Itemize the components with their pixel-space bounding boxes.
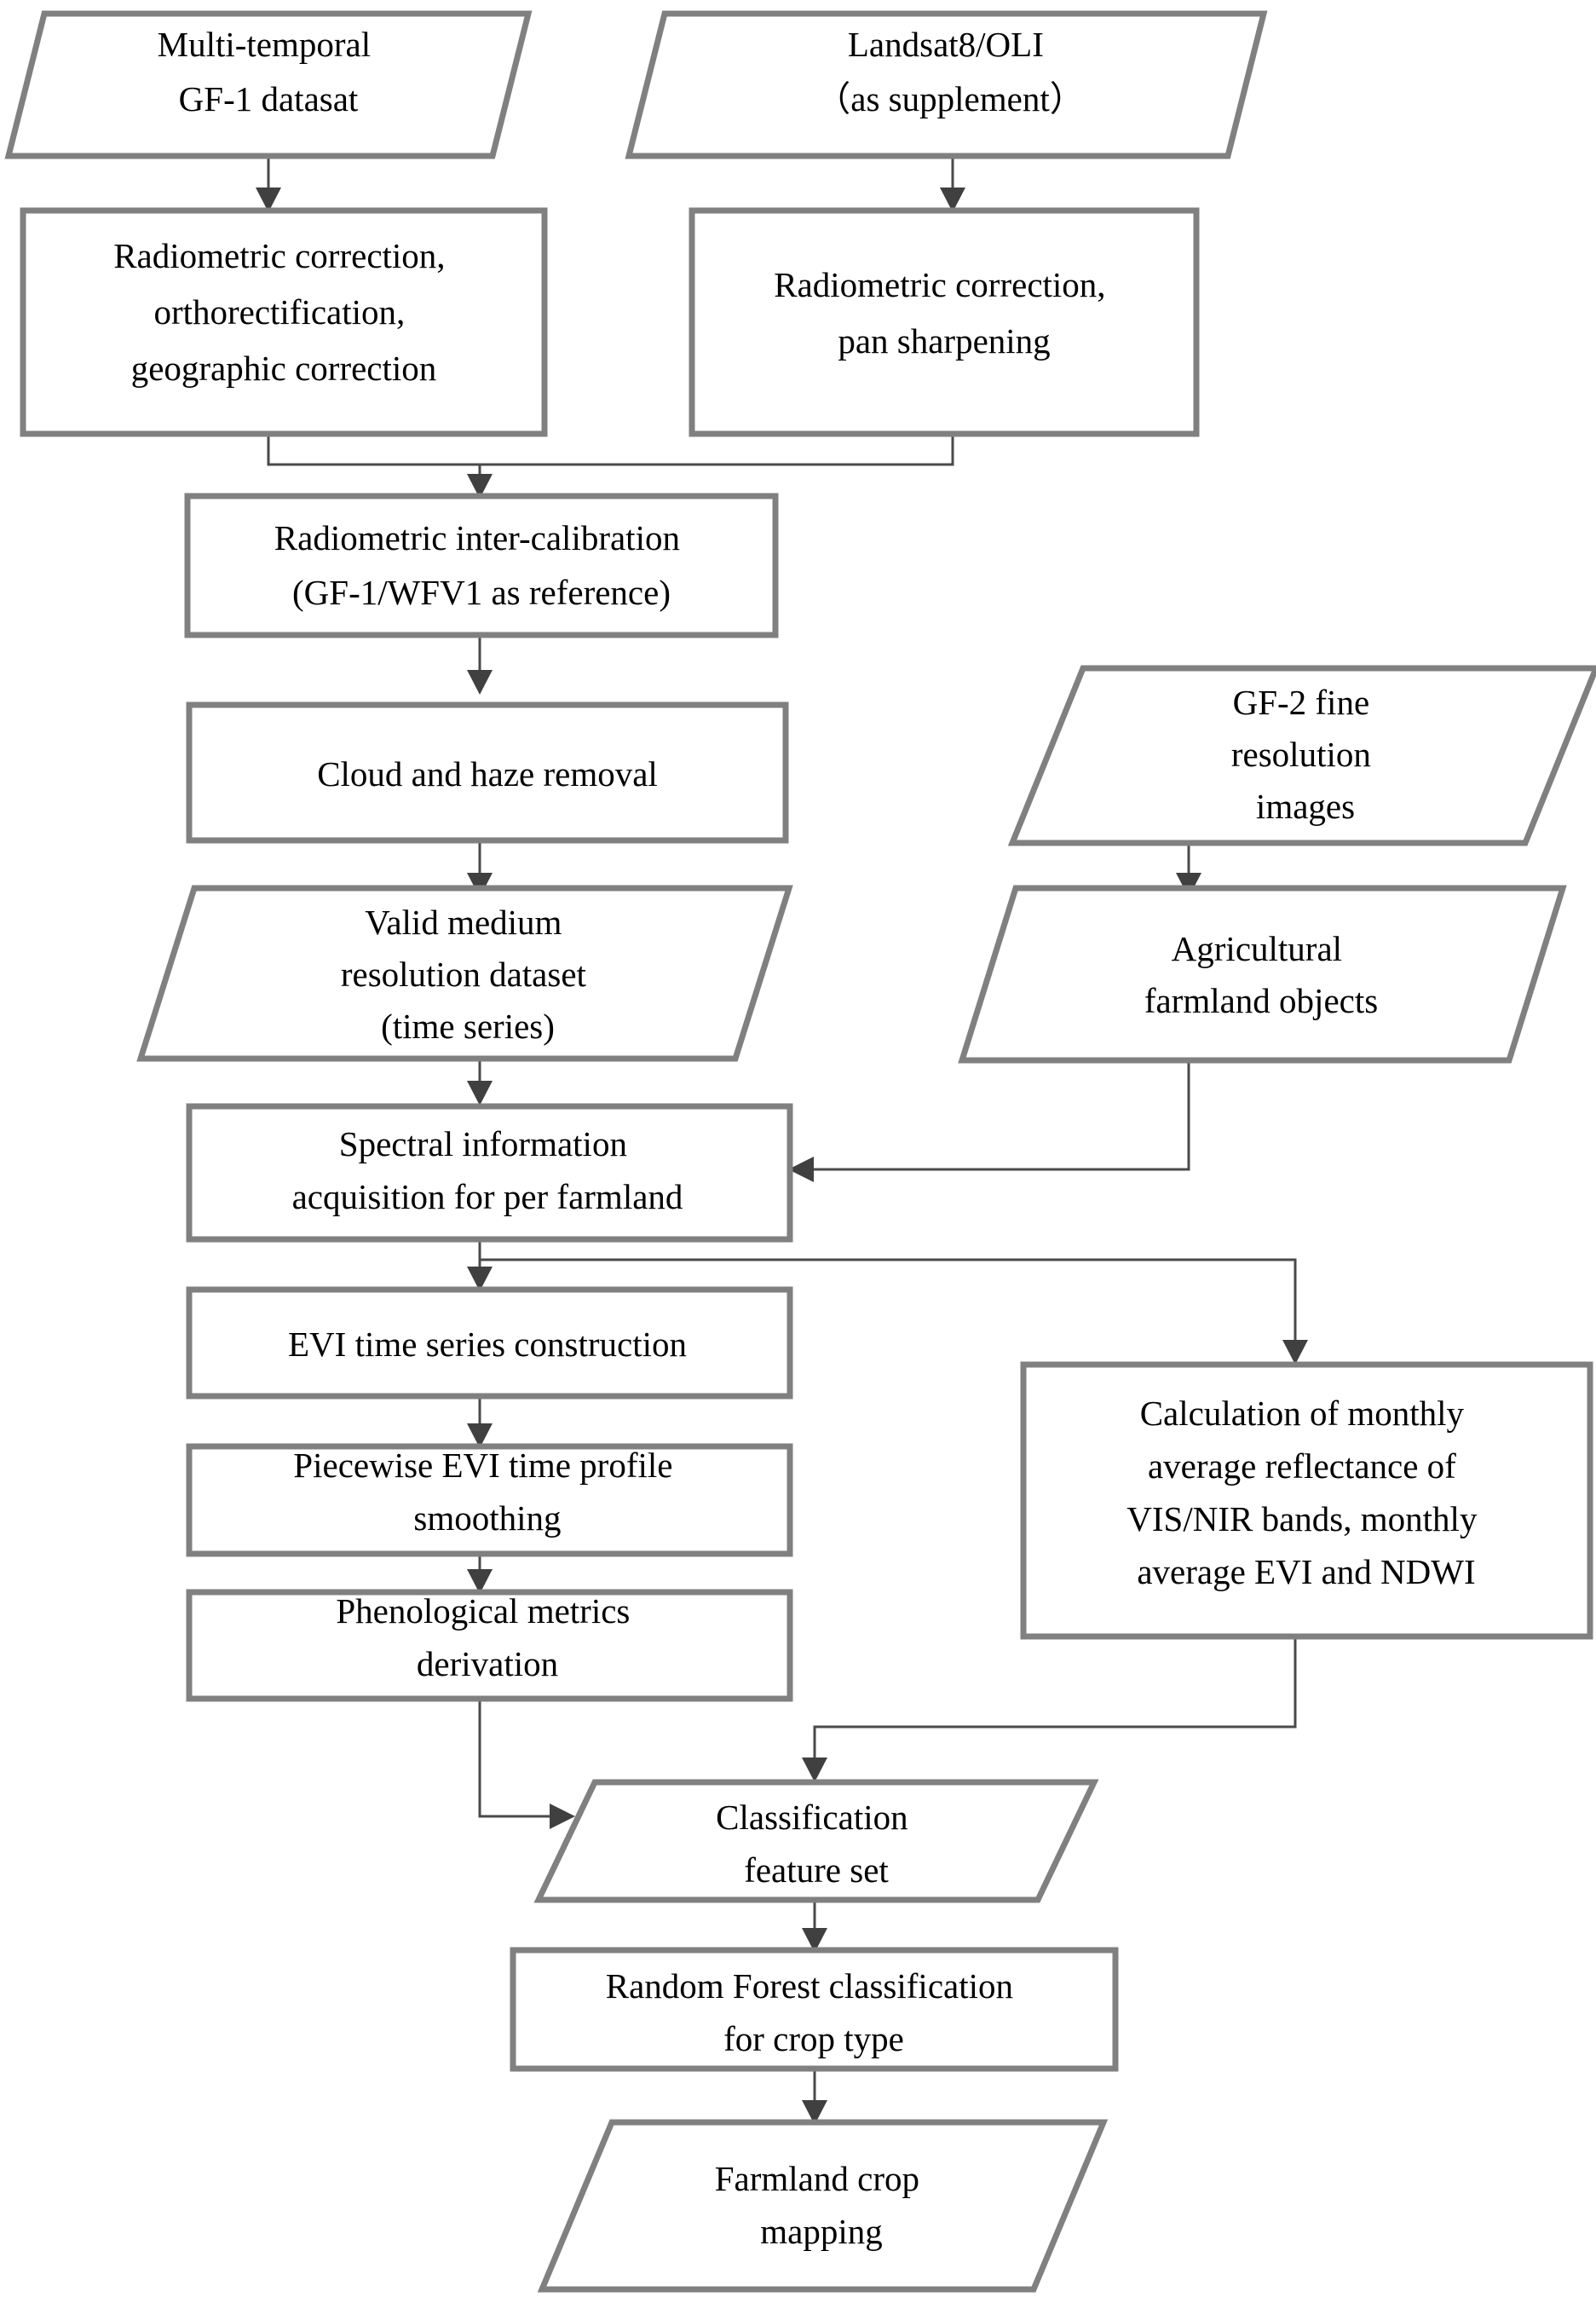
node-phenological-metrics[interactable]: Phenological metrics derivation [186, 1589, 793, 1702]
phenological-metrics-box[interactable] [186, 1589, 793, 1702]
node-crop-mapping[interactable]: Farmland crop mapping [537, 2119, 1109, 2293]
arrowhead-valid-dataset-to-spectral [467, 1081, 493, 1105]
feature-set-label: Classification feature set [716, 1798, 917, 1890]
node-monthly-calculation[interactable]: Calculation of monthly average reflectan… [1020, 1361, 1593, 1640]
edge-monthly-calculation-to-feature-set [813, 1636, 1297, 1764]
node-feature-set[interactable]: Classification feature set [533, 1779, 1099, 1903]
edge-phenological-to-feature-set [478, 1699, 550, 1818]
gf1-dataset-parallelogram[interactable] [4, 10, 533, 159]
arrowhead-intercal-to-cloud [467, 670, 493, 695]
spectral-info-label: Spectral information acquisition for per… [292, 1124, 683, 1216]
edge-radiometric-ortho-to-intercal [267, 434, 481, 482]
gf1-dataset-label: Multi-temporal GF-1 datasat [158, 25, 380, 118]
arrowhead-gf1-to-radiometric-ortho [256, 188, 281, 212]
landsat8-parallelogram[interactable] [625, 10, 1268, 159]
arrowhead-spectral-to-monthly-calculation [1282, 1340, 1308, 1365]
farmland-objects-parallelogram[interactable] [958, 885, 1567, 1064]
monthly-calculation-label: Calculation of monthly average reflectan… [1126, 1394, 1485, 1591]
landsat8-label: Landsat8/OLI （as supplement） [815, 25, 1084, 118]
farmland-objects-label: Agricultural farmland objects [1144, 929, 1378, 1020]
arrowhead-farmland-objects-to-spectral [788, 1157, 814, 1182]
random-forest-label: Random Forest classification for crop ty… [606, 1966, 1023, 2058]
radiometric-ortho-label: Radiometric correction, orthorectificati… [113, 236, 454, 388]
crop-mapping-parallelogram[interactable] [537, 2119, 1109, 2293]
evi-smoothing-label: Piecewise EVI time profile smoothing [293, 1446, 681, 1538]
valid-dataset-parallelogram[interactable] [136, 885, 793, 1062]
gf2-images-parallelogram[interactable] [1007, 665, 1596, 846]
random-forest-box[interactable] [510, 1947, 1119, 2072]
cloud-haze-label: Cloud and haze removal [317, 754, 658, 794]
node-evi-smoothing[interactable]: Piecewise EVI time profile smoothing [186, 1443, 793, 1557]
node-spectral-info[interactable]: Spectral information acquisition for per… [186, 1103, 793, 1243]
arrowhead-random-forest-to-crop-mapping [802, 2100, 827, 2125]
node-inter-calibration[interactable]: Radiometric inter-calibration (GF-1/WFV1… [184, 493, 779, 638]
radiometric-pan-label: Radiometric correction, pan sharpening [774, 265, 1115, 361]
gf2-images-label: GF-2 fine resolution images [1231, 683, 1380, 826]
node-cloud-haze[interactable]: Cloud and haze removal [186, 701, 789, 844]
node-random-forest[interactable]: Random Forest classification for crop ty… [510, 1947, 1119, 2072]
arrowhead-spectral-to-evi-construction [467, 1267, 493, 1291]
evi-construction-label: EVI time series construction [288, 1325, 687, 1364]
arrowhead-monthly-calculation-to-feature-set [802, 1758, 827, 1782]
monthly-calculation-box[interactable] [1020, 1361, 1593, 1640]
evi-smoothing-box[interactable] [186, 1443, 793, 1557]
feature-set-parallelogram[interactable] [533, 1779, 1099, 1903]
arrowhead-feature-set-to-random-forest [802, 1928, 827, 1953]
node-radiometric-ortho[interactable]: Radiometric correction, orthorectificati… [20, 207, 548, 437]
inter-calibration-box[interactable] [184, 493, 779, 638]
arrowhead-phenological-to-feature-set [550, 1804, 575, 1829]
cloud-haze-box[interactable] [186, 701, 789, 844]
arrowhead-smoothing-to-phenological [467, 1569, 493, 1594]
node-farmland-objects[interactable]: Agricultural farmland objects [958, 885, 1567, 1064]
valid-dataset-label: Valid medium resolution dataset (time se… [341, 903, 595, 1046]
evi-construction-box[interactable] [186, 1286, 793, 1400]
arrowhead-evi-construction-to-smoothing [467, 1423, 493, 1448]
arrowhead-to-intercal [467, 474, 493, 499]
node-valid-dataset[interactable]: Valid medium resolution dataset (time se… [136, 885, 793, 1062]
arrowhead-landsat-to-radiometric-pan [940, 188, 965, 212]
node-gf1-dataset[interactable]: Multi-temporal GF-1 datasat [4, 10, 533, 159]
node-radiometric-pan[interactable]: Radiometric correction, pan sharpening [689, 207, 1200, 437]
node-gf2-images[interactable]: GF-2 fine resolution images [1007, 665, 1596, 846]
edge-farmland-objects-to-spectral [810, 1060, 1190, 1171]
node-evi-construction[interactable]: EVI time series construction [186, 1286, 793, 1400]
inter-calibration-label: Radiometric inter-calibration (GF-1/WFV1… [274, 518, 689, 612]
spectral-info-box[interactable] [186, 1103, 793, 1243]
node-landsat8[interactable]: Landsat8/OLI （as supplement） [625, 10, 1268, 159]
phenological-metrics-label: Phenological metrics derivation [336, 1591, 638, 1683]
edge-spectral-to-monthly-calculation [480, 1258, 1297, 1347]
edge-radiometric-pan-to-intercal [480, 434, 954, 466]
crop-mapping-label: Farmland crop mapping [715, 2159, 928, 2251]
radiometric-pan-box[interactable] [689, 207, 1200, 437]
radiometric-ortho-box[interactable] [20, 207, 548, 437]
